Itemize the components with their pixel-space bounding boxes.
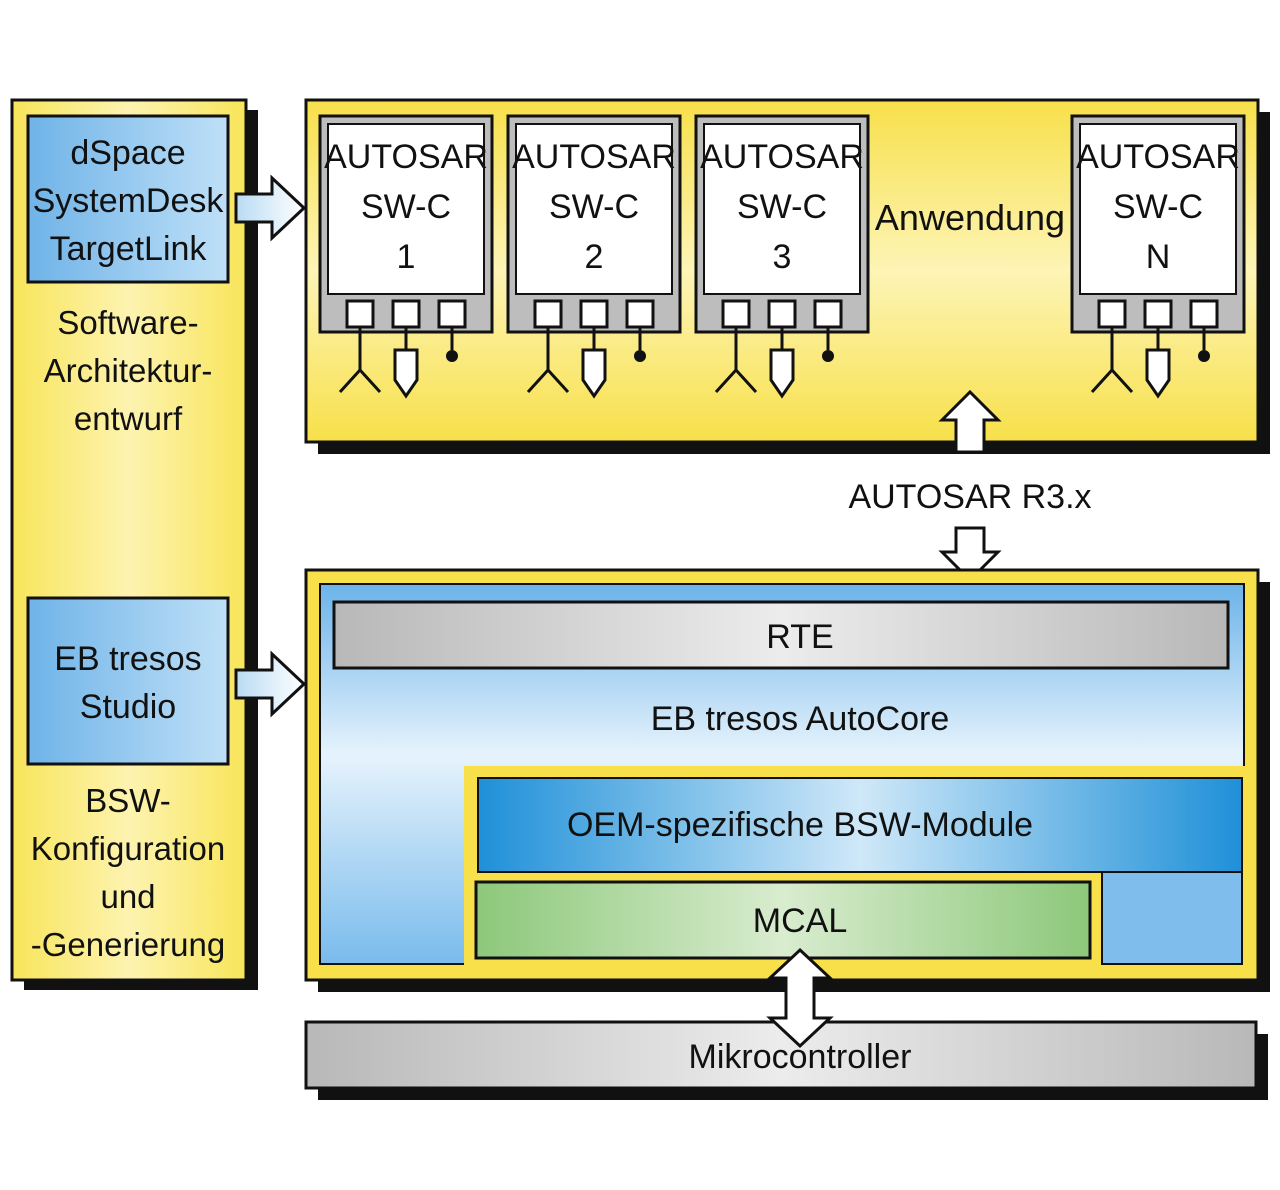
phase-bsw-line-3: und <box>100 878 155 915</box>
port-square <box>625 299 655 329</box>
port-client-server-icon <box>393 348 419 399</box>
phase-architecture-line-2: Architektur- <box>44 352 213 389</box>
component-3-line-2: SW-C <box>737 188 827 226</box>
component-3-line-1: AUTOSAR <box>700 138 864 176</box>
component-4-line-2: SW-C <box>1113 188 1203 226</box>
port-square <box>533 299 563 329</box>
component-4-line-3: N <box>1146 238 1171 276</box>
port-dot-icon <box>446 350 458 362</box>
port-square <box>1143 299 1173 329</box>
phase-architecture-line-3: entwurf <box>74 400 183 437</box>
port-dot-icon <box>1198 350 1210 362</box>
rte-bar: RTE <box>332 600 1230 670</box>
port-client-server-icon <box>581 348 607 399</box>
port-square <box>721 299 751 329</box>
port-square <box>813 299 843 329</box>
interface-label: AUTOSAR R3.x <box>848 478 1091 516</box>
tool-dspace-box: dSpace SystemDesk TargetLink <box>26 114 230 284</box>
component-3-line-3: 3 <box>773 238 792 276</box>
rte-label: RTE <box>766 618 833 656</box>
component-1-line-1: AUTOSAR <box>324 138 488 176</box>
port-client-server-icon <box>769 348 795 399</box>
autocore-label: EB tresos AutoCore <box>651 700 950 738</box>
software-component-3: AUTOSAR SW-C 3 <box>694 114 870 399</box>
component-1-line-2: SW-C <box>361 188 451 226</box>
component-2-line-3: 2 <box>585 238 604 276</box>
tool-eb-line-2: Studio <box>80 688 176 726</box>
port-square <box>1097 299 1127 329</box>
arrow-to-application <box>234 174 307 242</box>
software-component-4: AUTOSAR SW-C N <box>1070 114 1246 399</box>
microcontroller-bar: Mikrocontroller <box>304 1020 1268 1100</box>
arrow-interface-down <box>938 526 1002 583</box>
port-square <box>1189 299 1219 329</box>
tool-dspace-line-1: dSpace <box>70 134 185 172</box>
port-square <box>345 299 375 329</box>
mcal-box: MCAL <box>474 880 1092 960</box>
tool-eb-tresos-studio-box: EB tresos Studio <box>26 596 230 766</box>
arrow-to-basic-software <box>234 650 307 718</box>
tool-dspace-line-2: SystemDesk <box>33 182 225 220</box>
phase-bsw-line-4: -Generierung <box>31 926 225 963</box>
port-square <box>767 299 797 329</box>
arrow-interface-up <box>938 389 1002 454</box>
basic-software-layer: RTE EB tresos AutoCore OEM-spezifische B… <box>304 568 1270 992</box>
software-component-1: AUTOSAR SW-C 1 <box>318 114 494 399</box>
phase-bsw-line-1: BSW- <box>85 782 171 819</box>
port-dot-icon <box>822 350 834 362</box>
arrow-mcal-hardware <box>766 947 834 1049</box>
tool-dspace-line-3: TargetLink <box>50 230 208 268</box>
component-4-line-1: AUTOSAR <box>1076 138 1240 176</box>
port-dot-icon <box>634 350 646 362</box>
port-square <box>391 299 421 329</box>
port-client-server-icon <box>1145 348 1171 399</box>
component-1-line-3: 1 <box>397 238 416 276</box>
component-2-line-2: SW-C <box>549 188 639 226</box>
software-components: AUTOSARSW-C1AUTOSARSW-C2AUTOSARSW-C3AUTO… <box>318 114 1246 399</box>
phase-architecture-line-1: Software- <box>57 304 198 341</box>
port-square <box>437 299 467 329</box>
phase-bsw-line-2: Konfiguration <box>31 830 225 867</box>
mcal-label: MCAL <box>753 902 847 940</box>
port-square <box>579 299 609 329</box>
oem-label: OEM-spezifische BSW-Module <box>567 806 1033 844</box>
application-label: Anwendung <box>875 197 1065 238</box>
left-panel: dSpace SystemDesk TargetLink Software- A… <box>10 98 258 990</box>
software-component-2: AUTOSAR SW-C 2 <box>506 114 682 399</box>
oem-modules-box: OEM-spezifische BSW-Module <box>477 777 1243 873</box>
component-2-line-1: AUTOSAR <box>512 138 676 176</box>
tool-eb-line-1: EB tresos <box>54 640 201 678</box>
